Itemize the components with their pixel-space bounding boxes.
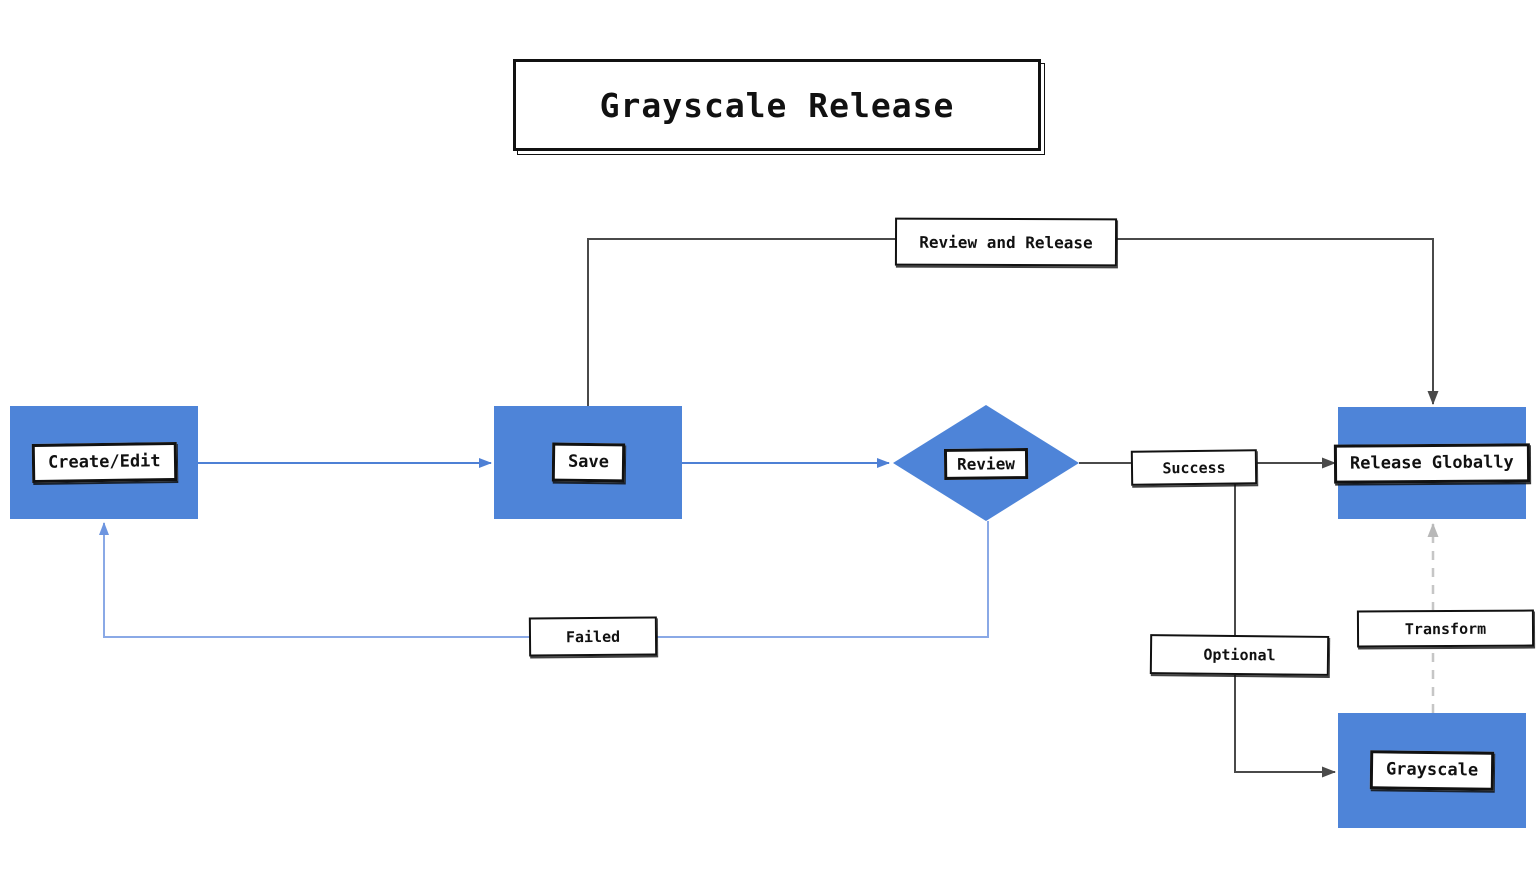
node-grayscale: Grayscale [1338,713,1526,828]
node-create-edit: Create/Edit [10,406,198,519]
edge-label-optional: Optional [1149,634,1330,676]
edge-label-success: Success [1130,449,1258,486]
diagram-title-text: Grayscale Release [599,85,955,125]
edge-label-failed: Failed [528,616,658,657]
node-save-label: Save [551,442,625,483]
node-save: Save [494,406,682,519]
node-review-label: Review [943,448,1029,480]
node-release-globally: Release Globally [1333,407,1531,519]
edge-label-transform: Transform [1356,609,1535,648]
edge-label-review-and-release: Review and Release [894,217,1118,267]
node-release-globally-label: Release Globally [1333,442,1531,484]
node-create-edit-label: Create/Edit [31,442,177,483]
edge-optional [1234,465,1336,778]
node-grayscale-label: Grayscale [1369,750,1495,791]
diagram-title: Grayscale Release [513,59,1041,151]
